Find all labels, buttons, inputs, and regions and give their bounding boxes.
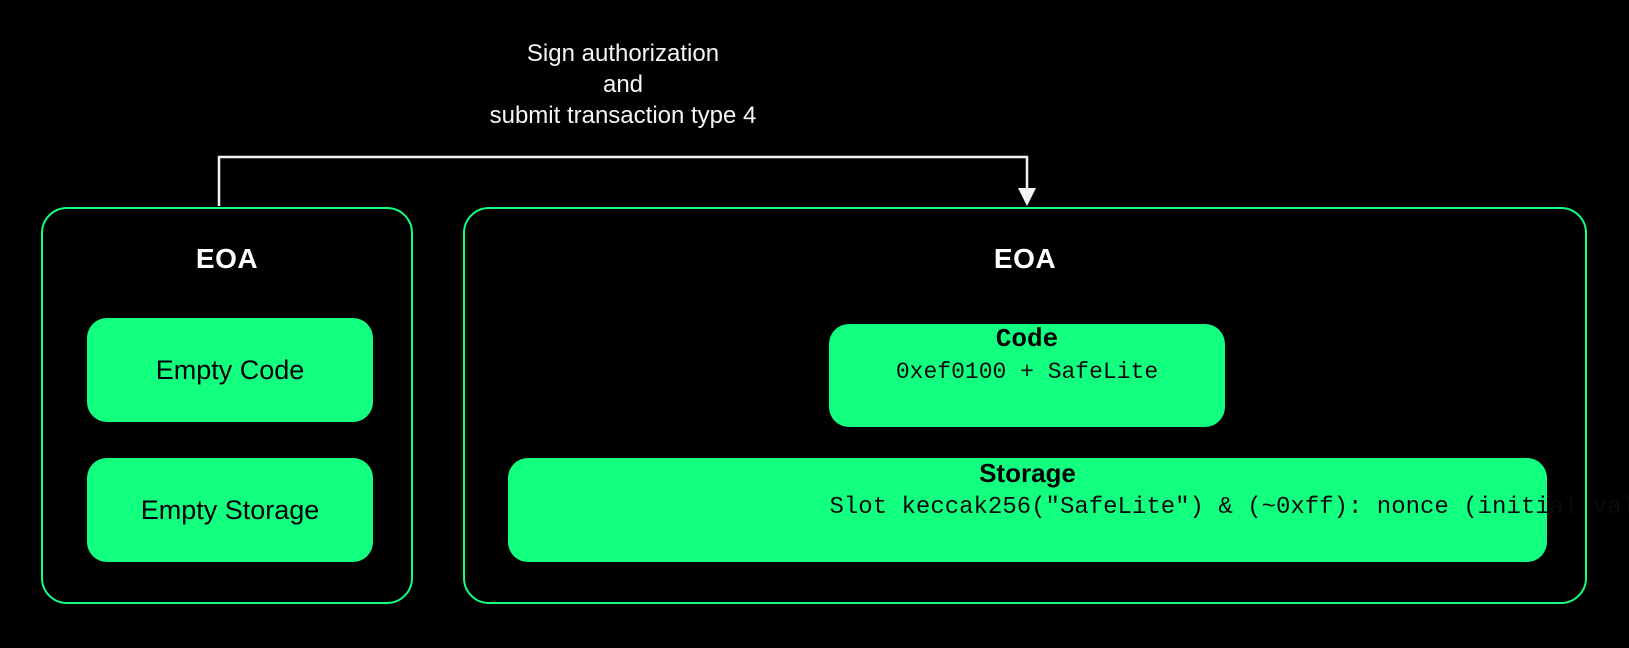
code-chip: Code 0xef0100 + SafeLite xyxy=(829,324,1225,427)
eoa-before-title: EOA xyxy=(195,243,259,274)
eoa-after-title: EOA xyxy=(993,243,1057,274)
eoa-after-panel: EOA Code 0xef0100 + SafeLite Storage Slo… xyxy=(463,207,1629,604)
empty-code-label: Empty Code xyxy=(155,354,305,385)
empty-storage-label: Empty Storage xyxy=(140,494,320,525)
arrow-line xyxy=(217,155,1029,206)
arrow-head-icon xyxy=(1018,188,1036,206)
code-chip-value: 0xef0100 + SafeLite xyxy=(895,359,1159,385)
storage-chip-value: Slot keccak256("SafeLite") & (~0xff): no… xyxy=(829,494,1629,521)
empty-storage-chip: Empty Storage xyxy=(87,458,373,562)
empty-code-chip: Empty Code xyxy=(87,318,373,422)
arrow-caption: Sign authorization and submit transactio… xyxy=(489,40,757,129)
storage-chip-heading: Storage xyxy=(979,458,1076,488)
code-chip-heading: Code xyxy=(995,324,1059,354)
eoa-before-panel: EOA Empty Code Empty Storage xyxy=(41,207,413,604)
storage-chip: Storage Slot keccak256("SafeLite") & (~0… xyxy=(508,458,1629,562)
